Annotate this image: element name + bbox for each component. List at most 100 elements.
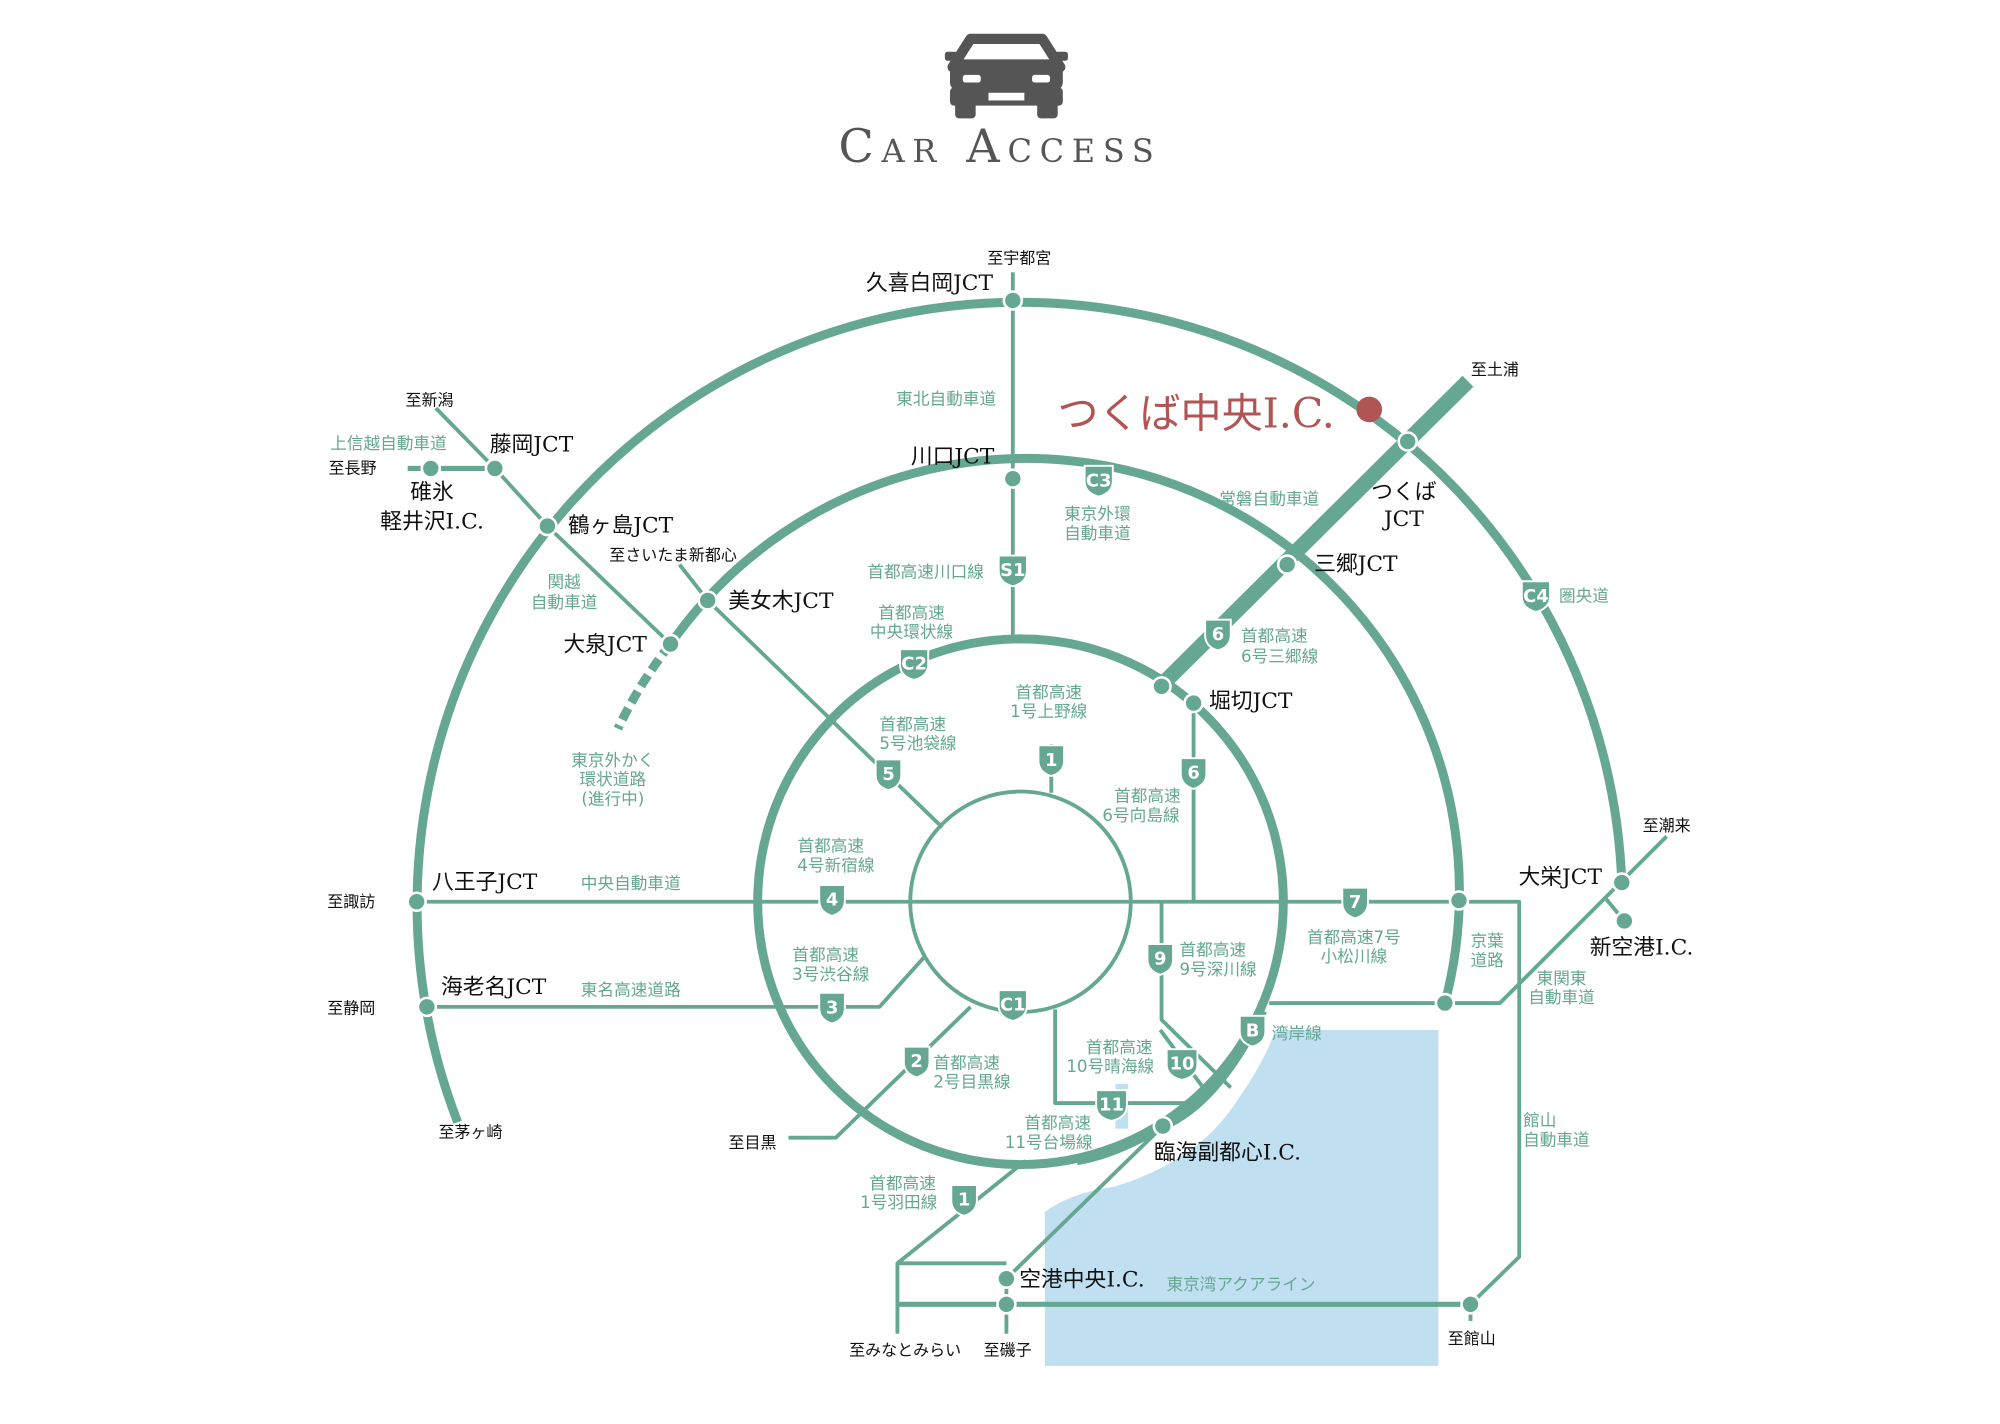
haneda-label-2: 1号羽田線 bbox=[860, 1193, 938, 1212]
bijogi-jct-label: 美女木JCT bbox=[728, 589, 834, 614]
misato-line-label-2: 6号三郷線 bbox=[1241, 647, 1319, 666]
chuo-route-7-keiyo bbox=[416, 899, 1522, 1306]
komatsugawa-label-2: 小松川線 bbox=[1321, 947, 1388, 966]
oizumi-jct-label: 大泉JCT bbox=[563, 633, 647, 658]
to-meguro: 至目黒 bbox=[729, 1133, 777, 1152]
to-saitama: 至さいたま新都心 bbox=[609, 546, 737, 565]
svg-text:9: 9 bbox=[1154, 949, 1166, 970]
svg-text:C3: C3 bbox=[1086, 470, 1112, 491]
kuki-jct-dot bbox=[1002, 290, 1024, 311]
chuo-label: 中央自動車道 bbox=[581, 874, 681, 893]
daiba-label-1: 首都高速 bbox=[1024, 1114, 1091, 1133]
rinkai-ic-dot bbox=[1152, 1115, 1174, 1137]
car-icon bbox=[944, 33, 1068, 119]
svg-text:3: 3 bbox=[826, 997, 838, 1018]
to-tsuchiura: 至土浦 bbox=[1471, 360, 1519, 379]
horikiri-jct-label: 堀切JCT bbox=[1209, 689, 1293, 714]
tsukuba-jct-dot bbox=[1397, 431, 1418, 452]
higashikanto-jct-dot bbox=[1434, 992, 1456, 1014]
shield-c4: C4 bbox=[1520, 580, 1551, 613]
kanetsu-label-1: 関越 bbox=[547, 573, 581, 592]
usui-label: 碓氷 bbox=[410, 480, 454, 505]
oizumi-jct-dot bbox=[660, 633, 681, 655]
shield-6-mukojima: 6 bbox=[1179, 757, 1208, 790]
svg-text:2: 2 bbox=[910, 1051, 922, 1072]
shibuya-label-2: 3号渋谷線 bbox=[792, 965, 870, 984]
misato-jct-label: 三郷JCT bbox=[1314, 552, 1398, 577]
to-nagano: 至長野 bbox=[329, 459, 377, 478]
keiyo-label-1: 京葉 bbox=[1471, 932, 1505, 951]
misato-line-label-1: 首都高速 bbox=[1241, 626, 1308, 645]
to-suwa: 至諏訪 bbox=[327, 892, 375, 911]
destination-label[interactable]: つくば中央I.C. bbox=[1058, 389, 1335, 437]
gaikan-wip-2: 環状道路 bbox=[580, 770, 647, 789]
shibuya-label-1: 首都高速 bbox=[792, 946, 859, 965]
joshinetsu-label: 上信越自動車道 bbox=[330, 434, 447, 453]
shield-c2: C2 bbox=[899, 648, 930, 681]
svg-text:C1: C1 bbox=[1000, 995, 1026, 1016]
svg-text:4: 4 bbox=[826, 890, 838, 911]
shield-9: 9 bbox=[1146, 943, 1175, 976]
junction-dots bbox=[406, 290, 1635, 1315]
tsurugashima-jct-dot bbox=[537, 515, 558, 537]
aqualine-west-dot bbox=[996, 1294, 1017, 1315]
svg-text:6: 6 bbox=[1187, 763, 1199, 784]
to-itako: 至潮来 bbox=[1643, 816, 1691, 835]
to-isogo: 至磯子 bbox=[984, 1341, 1032, 1360]
meguro-label-1: 首都高速 bbox=[933, 1053, 1000, 1072]
ebina-jct-label: 海老名JCT bbox=[441, 975, 547, 1000]
route-shields: C3 S1 C2 C4 6 1 5 6 4 7 9 3 C1 B 2 10 11… bbox=[818, 464, 1551, 1217]
shield-1-ueno: 1 bbox=[1037, 744, 1066, 778]
to-utsunomiya: 至宇都宮 bbox=[987, 248, 1051, 267]
central-loop-label-1: 首都高速 bbox=[878, 603, 945, 622]
joban-label: 常磐自動車道 bbox=[1219, 489, 1319, 508]
fukagawa-label-1: 首都高速 bbox=[1179, 941, 1246, 960]
meguro-label-2: 2号目黒線 bbox=[933, 1073, 1011, 1092]
kanetsu-expressway bbox=[434, 406, 672, 646]
tomei-label: 東名高速道路 bbox=[581, 980, 681, 999]
tsukuba-jct-label-2: JCT bbox=[1382, 507, 1424, 532]
kanetsu-label-2: 自動車道 bbox=[531, 593, 598, 612]
shield-5: 5 bbox=[874, 758, 903, 792]
harumi-label-2: 10号晴海線 bbox=[1066, 1057, 1154, 1076]
svg-text:S1: S1 bbox=[1000, 560, 1025, 581]
tsukuba-chuo-ic-marker[interactable] bbox=[1356, 396, 1383, 423]
svg-text:11: 11 bbox=[1099, 1095, 1124, 1116]
kenodo-label: 圏央道 bbox=[1559, 587, 1609, 606]
shield-c3: C3 bbox=[1083, 464, 1114, 498]
svg-text:B: B bbox=[1246, 1020, 1260, 1041]
keiyo-jct-dot bbox=[1448, 890, 1470, 911]
ikebukuro-line-label-1: 首都高速 bbox=[880, 715, 947, 734]
svg-text:5: 5 bbox=[882, 764, 894, 785]
shield-10: 10 bbox=[1165, 1048, 1199, 1081]
fukagawa-label-2: 9号深川線 bbox=[1179, 960, 1257, 979]
komatsugawa-label-1: 首都高速7号 bbox=[1307, 928, 1401, 947]
hachioji-jct-dot bbox=[406, 891, 427, 913]
map-labels: つくば中央I.C. 至宇都宮 久喜白岡JCT 至新潟 上信越自動車道 藤岡JCT… bbox=[327, 248, 1693, 1359]
shield-1-haneda: 1 bbox=[950, 1184, 978, 1217]
harumi-label-1: 首都高速 bbox=[1086, 1038, 1153, 1057]
svg-text:7: 7 bbox=[1349, 892, 1361, 913]
misato-jct-dot bbox=[1276, 554, 1298, 575]
usui-ic-dot bbox=[420, 458, 442, 479]
mukojima-line-label-2: 6号向島線 bbox=[1102, 806, 1180, 825]
ebina-jct-dot bbox=[416, 996, 438, 1018]
to-chigasaki: 至茅ヶ崎 bbox=[438, 1123, 502, 1142]
kawaguchi-jct-dot bbox=[1002, 468, 1024, 489]
tateyama-label-1: 館山 bbox=[1523, 1111, 1556, 1130]
kawaguchi-jct-label: 川口JCT bbox=[911, 444, 995, 469]
shield-7: 7 bbox=[1341, 886, 1369, 920]
kuko-chuo-ic-label: 空港中央I.C. bbox=[1019, 1267, 1144, 1292]
shield-6-misato: 6 bbox=[1204, 618, 1232, 652]
ueno-line-label-2: 1号上野線 bbox=[1010, 702, 1088, 721]
taiei-jct-label: 大栄JCT bbox=[1519, 865, 1603, 890]
karuizawa-label: 軽井沢I.C. bbox=[380, 510, 484, 535]
svg-text:6: 6 bbox=[1212, 624, 1224, 645]
central-loop-label-2: 中央環状線 bbox=[870, 623, 954, 642]
svg-text:C4: C4 bbox=[1523, 586, 1549, 607]
tateyama-dot bbox=[1460, 1294, 1481, 1315]
route-11-daiba bbox=[1053, 1009, 1193, 1105]
shield-c1: C1 bbox=[997, 989, 1028, 1022]
kawaguchi-line-label: 首都高速川口線 bbox=[867, 562, 984, 581]
